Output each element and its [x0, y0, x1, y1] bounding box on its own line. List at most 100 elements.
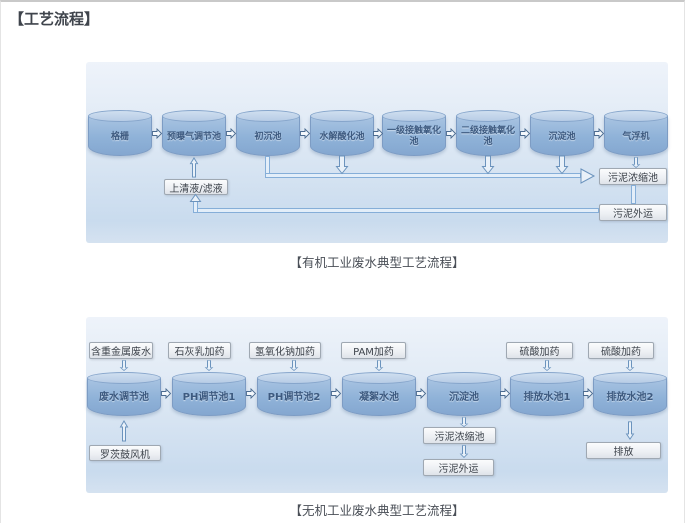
tank-sedimentation: 沉淀池 — [530, 110, 594, 156]
cylinder-top — [510, 372, 584, 384]
cylinder-top — [427, 372, 501, 384]
lime-dosing-box: 石灰乳加药 — [168, 342, 231, 359]
cylinder-top — [530, 110, 594, 122]
sulfuric-acid-dosing-box-2: 硫酸加药 — [588, 342, 654, 359]
flow-arrow-right-icon — [446, 127, 457, 140]
tank-label: 格栅 — [110, 131, 129, 142]
flow-arrow-down-icon — [631, 157, 641, 168]
flow-arrow-down-icon — [335, 155, 349, 175]
flow-arrow-right-icon — [373, 127, 384, 140]
cylinder-top — [87, 372, 161, 384]
sludge-pipe-horizontal — [265, 173, 581, 178]
tank-label: PH调节池2 — [267, 392, 321, 403]
cylinder-top — [236, 110, 300, 122]
feed-arrow-down-icon — [204, 360, 214, 371]
feed-label: 含重金属废水 — [91, 347, 151, 358]
tank-discharge-2: 排放水池2 — [593, 372, 667, 416]
cylinder-shape — [162, 116, 226, 156]
flow-arrow-up-icon — [189, 157, 199, 178]
tank-pre-aeration: 预曝气调节池 — [162, 110, 226, 156]
tank-screen: 格栅 — [88, 110, 152, 156]
tank-contact-oxidation-1: 一级接触氧化池 — [382, 110, 446, 156]
cylinder-shape — [236, 116, 300, 156]
tank-flocculation: 凝絮水池 — [342, 372, 416, 416]
tank-air-flotation: 气浮机 — [604, 110, 668, 156]
tank-ph-regulation-1: PH调节池1 — [172, 372, 246, 416]
return-pipe-horizontal — [196, 208, 599, 213]
discharge-label: 排放 — [613, 447, 634, 458]
flow-arrow-right-icon — [161, 387, 172, 400]
arrowhead-right-icon — [580, 168, 596, 184]
sludge-out-box-2: 污泥外运 — [423, 459, 494, 476]
feed-arrow-down-icon — [374, 360, 384, 371]
blower-arrow-up-icon — [119, 420, 129, 442]
flow-arrow-down-icon — [481, 155, 495, 175]
cylinder-top — [88, 110, 152, 122]
feed-arrow-down-icon — [542, 360, 552, 371]
sludge-thickener-label: 污泥浓缩池 — [434, 432, 485, 443]
arrowhead-up-icon — [189, 193, 202, 202]
cylinder-shape — [172, 378, 246, 416]
flow-arrow-down-icon — [555, 155, 569, 175]
tank-contact-oxidation-2: 二级接触氧化池 — [456, 110, 520, 156]
sludge-thickener-label: 污泥浓缩池 — [608, 173, 658, 184]
flow-arrow-right-icon — [520, 127, 531, 140]
cylinder-shape — [593, 378, 667, 416]
flow-arrow-right-icon — [300, 127, 311, 140]
cylinder-shape — [510, 378, 584, 416]
supernatant-box: 上清液/滤液 — [164, 179, 228, 195]
tank-label: 水解酸化池 — [319, 131, 365, 142]
feed-arrow-down-icon — [289, 360, 299, 371]
flow-arrow-right-icon — [246, 387, 257, 400]
roots-blower-box: 罗茨鼓风机 — [89, 445, 161, 461]
flow-arrow-right-icon — [152, 127, 163, 140]
inorganic-process-diagram: 含重金属废水 石灰乳加药 氢氧化钠加药 PAM加药 硫酸加药 硫酸加药 废水调节… — [86, 317, 668, 493]
page-title: 【工艺流程】 — [9, 10, 100, 28]
cylinder-top — [456, 110, 520, 122]
tank-label: 预曝气调节池 — [166, 131, 221, 142]
cylinder-top — [593, 372, 667, 384]
feed-label: 氢氧化钠加药 — [255, 347, 315, 358]
cylinder-top — [604, 110, 668, 122]
feed-label: PAM加药 — [353, 347, 394, 358]
cylinder-shape — [604, 116, 668, 156]
tank-label: 沉淀池 — [449, 392, 479, 403]
sludge-out-label: 污泥外运 — [613, 209, 653, 220]
naoh-dosing-box: 氢氧化钠加药 — [249, 342, 321, 359]
cylinder-shape — [382, 116, 446, 156]
feed-arrow-down-icon — [625, 360, 635, 371]
supernatant-label: 上清液/滤液 — [169, 183, 223, 195]
sludge-thickener-box-2: 污泥浓缩池 — [423, 427, 496, 444]
feed-label: 硫酸加药 — [601, 347, 641, 358]
cylinder-shape — [427, 378, 501, 416]
flow-arrow-right-icon — [226, 127, 237, 140]
tank-label: PH调节池1 — [182, 392, 236, 403]
tank-sedimentation-2: 沉淀池 — [427, 372, 501, 416]
tank-discharge-1: 排放水池1 — [510, 372, 584, 416]
cylinder-shape — [456, 116, 520, 156]
tank-label: 初沉池 — [254, 131, 282, 142]
inorganic-diagram-caption: 【无机工业废水典型工艺流程】 — [289, 503, 465, 518]
sludge-out-label: 污泥外运 — [438, 464, 479, 475]
cylinder-shape — [342, 378, 416, 416]
feed-label: 石灰乳加药 — [174, 347, 225, 358]
flow-arrow-right-icon — [331, 387, 342, 400]
sludge-thickener-box: 污泥浓缩池 — [599, 168, 667, 185]
tank-label: 气浮机 — [622, 131, 650, 142]
cylinder-top — [310, 110, 374, 122]
organic-diagram-caption: 【有机工业废水典型工艺流程】 — [289, 255, 465, 270]
cylinder-top — [172, 372, 246, 384]
tank-wastewater-regulation: 废水调节池 — [87, 372, 161, 416]
discharge-box: 排放 — [586, 442, 661, 459]
sulfuric-acid-dosing-box-1: 硫酸加药 — [506, 342, 573, 359]
flow-arrow-down-icon — [459, 445, 469, 458]
flow-arrow-right-icon — [416, 387, 427, 400]
pam-dosing-box: PAM加药 — [341, 342, 406, 359]
cylinder-shape — [257, 378, 331, 416]
flow-arrow-down-icon — [625, 421, 635, 440]
heavy-metal-feed-box: 含重金属废水 — [89, 342, 153, 359]
sludge-out-box: 污泥外运 — [599, 204, 667, 221]
tank-label: 沉淀池 — [548, 131, 576, 142]
roots-blower-label: 罗茨鼓风机 — [100, 449, 150, 461]
